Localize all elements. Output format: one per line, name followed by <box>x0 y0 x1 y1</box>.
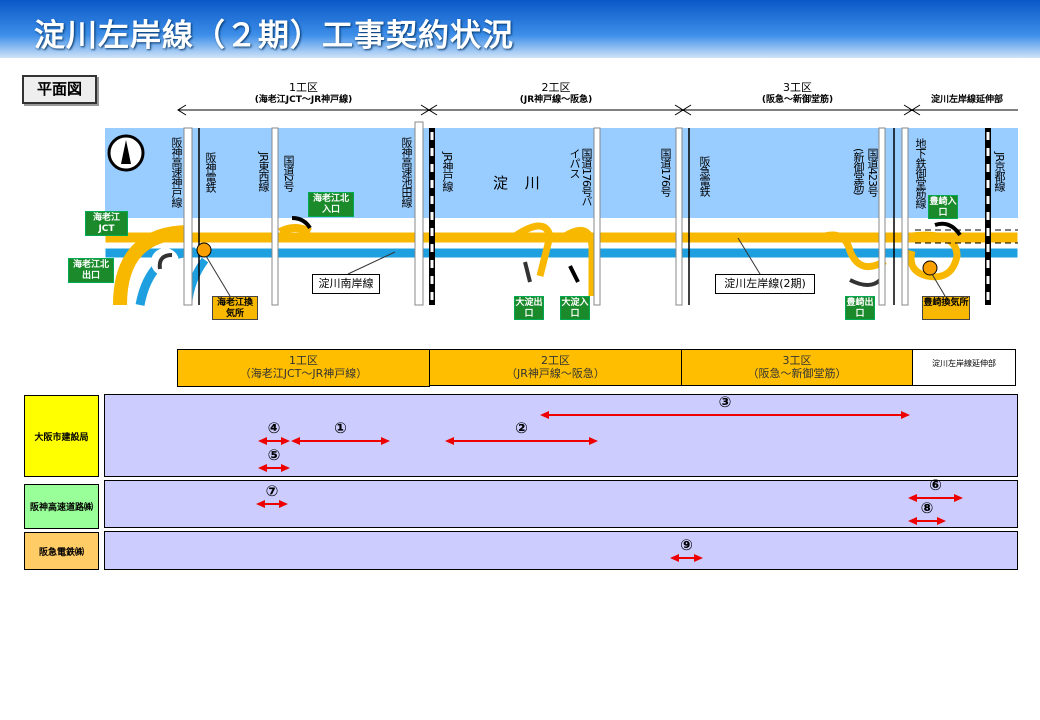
section-1-header: 1工区(海老江JCT～JR神戸線) <box>178 82 429 106</box>
railways <box>198 128 895 305</box>
river <box>105 128 1018 218</box>
section-name: 1工区 <box>289 81 318 94</box>
section-sub: (海老江JCT～JR神戸線) <box>254 95 353 105</box>
contract-number: ⑨ <box>680 536 693 554</box>
table-header-section-2: 2工区（JR神戸線～阪急） <box>429 349 682 386</box>
row-label-osaka-city: 大阪市建設局 <box>24 395 99 477</box>
contract-number: ③ <box>718 393 732 411</box>
contract-number: ⑧ <box>920 499 934 517</box>
contract-arrow-9 <box>670 554 703 562</box>
label-route2: 国道2号 <box>282 155 295 191</box>
row-label-hanshin-expressway: 阪神高速道路㈱ <box>24 484 99 529</box>
section-ext-header: 淀川左岸線延伸部 <box>912 94 1022 106</box>
contract-arrow-8 <box>908 517 946 525</box>
contract-number: ① <box>334 419 347 437</box>
callout-south-bank: 淀川南岸線 <box>312 274 380 294</box>
label-hanshin-ikeda: 阪神高速池田線 <box>400 137 413 207</box>
south-bank-line-road <box>104 247 1019 259</box>
label-route423: 国道423号 <box>866 148 879 196</box>
header-name: 3工区 <box>782 354 812 367</box>
section-sub: (JR神戸線～阪急) <box>519 95 593 105</box>
contract-arrow-6 <box>908 494 963 502</box>
section-name: 2工区 <box>541 81 571 94</box>
row-area-hankyu <box>104 531 1018 570</box>
table-header-extension: 淀川左岸線延伸部 <box>912 349 1016 386</box>
header-sub: （海老江JCT～JR神戸線） <box>239 367 368 380</box>
river-label: 淀 川 <box>493 174 546 192</box>
contract-arrow-4 <box>258 437 290 445</box>
contract-arrow-1 <box>291 437 390 445</box>
label-jr-kyoto: JR京都線 <box>993 152 1006 191</box>
table-header-section-1: 1工区（海老江JCT～JR神戸線） <box>177 349 430 387</box>
ramp-ebie-kita-entry: 海老江北入口 <box>308 192 354 217</box>
contract-number: ⑥ <box>929 476 942 494</box>
ramp-ebie-kita-exit: 海老江北出口 <box>68 258 114 283</box>
contract-number: ④ <box>267 419 281 437</box>
ramp-oyodo-exit: 大淀出口 <box>514 296 544 320</box>
label-route176-bypass: 国道176号バイパス <box>568 148 593 206</box>
label-hanshin-kobe: 阪神高速神戸線 <box>170 137 183 207</box>
section-name: 3工区 <box>783 81 812 94</box>
header-name: 1工区 <box>289 354 318 367</box>
section-sub: (阪急～新御堂筋) <box>761 95 834 105</box>
plan-map <box>104 104 1019 306</box>
crossing-roads <box>183 121 909 306</box>
label-midosuji-subway: 地下鉄御堂筋線 <box>914 138 927 208</box>
header-sub: （阪急～新御堂筋） <box>747 367 847 380</box>
north-arrow-icon <box>107 134 145 172</box>
plan-label: 平面図 <box>22 75 97 104</box>
section-2-header: 2工区(JR神戸線～阪急) <box>429 82 683 106</box>
label-hankyu: 阪急電鉄 <box>698 156 711 196</box>
section-name: 淀川左岸線延伸部 <box>930 95 1003 105</box>
page-title: 淀川左岸線（２期）工事契約状況 <box>34 18 514 54</box>
label-hanshin-railway: 阪神電鉄 <box>204 152 217 192</box>
label-shinmidosuji: (新御堂筋) <box>852 148 865 195</box>
contract-number: ⑤ <box>267 446 281 464</box>
header-name: 2工区 <box>541 354 570 367</box>
vent-ebie: 海老江換気所 <box>212 296 258 320</box>
contract-arrow-3 <box>540 411 910 419</box>
label-route176: 国道176号 <box>659 148 672 196</box>
ramp-toyosaki-entry: 豊崎入口 <box>928 195 958 219</box>
label-jr-kobe: JR神戸線 <box>441 152 454 191</box>
ramp-oyodo-entry: 大淀入口 <box>560 296 590 320</box>
section-divider-arrows <box>177 104 1018 116</box>
ramp-ebie-jct: 海老江JCT <box>85 211 128 236</box>
row-label-hankyu: 阪急電鉄㈱ <box>24 532 99 570</box>
contract-arrow-2 <box>445 437 598 445</box>
ramp-toyosaki-exit: 豊崎出口 <box>845 296 875 320</box>
contract-arrow-5 <box>258 464 290 472</box>
header-sub: （JR神戸線～阪急） <box>506 367 605 380</box>
left-bank-line-road <box>104 231 1019 244</box>
vent-toyosaki: 豊崎換気所 <box>922 296 970 320</box>
row-area-osaka-city <box>104 394 1018 477</box>
callout-left-bank-2: 淀川左岸線(2期) <box>715 274 815 294</box>
contract-number: ⑦ <box>265 482 279 500</box>
table-header-section-3: 3工区（阪急～新御堂筋） <box>681 349 913 386</box>
contract-arrow-7 <box>256 500 288 508</box>
contract-number: ② <box>515 419 528 437</box>
label-jr-tozai: JR東西線 <box>257 152 270 191</box>
section-3-header: 3工区(阪急～新御堂筋) <box>683 82 912 106</box>
header-bar <box>0 0 1040 58</box>
